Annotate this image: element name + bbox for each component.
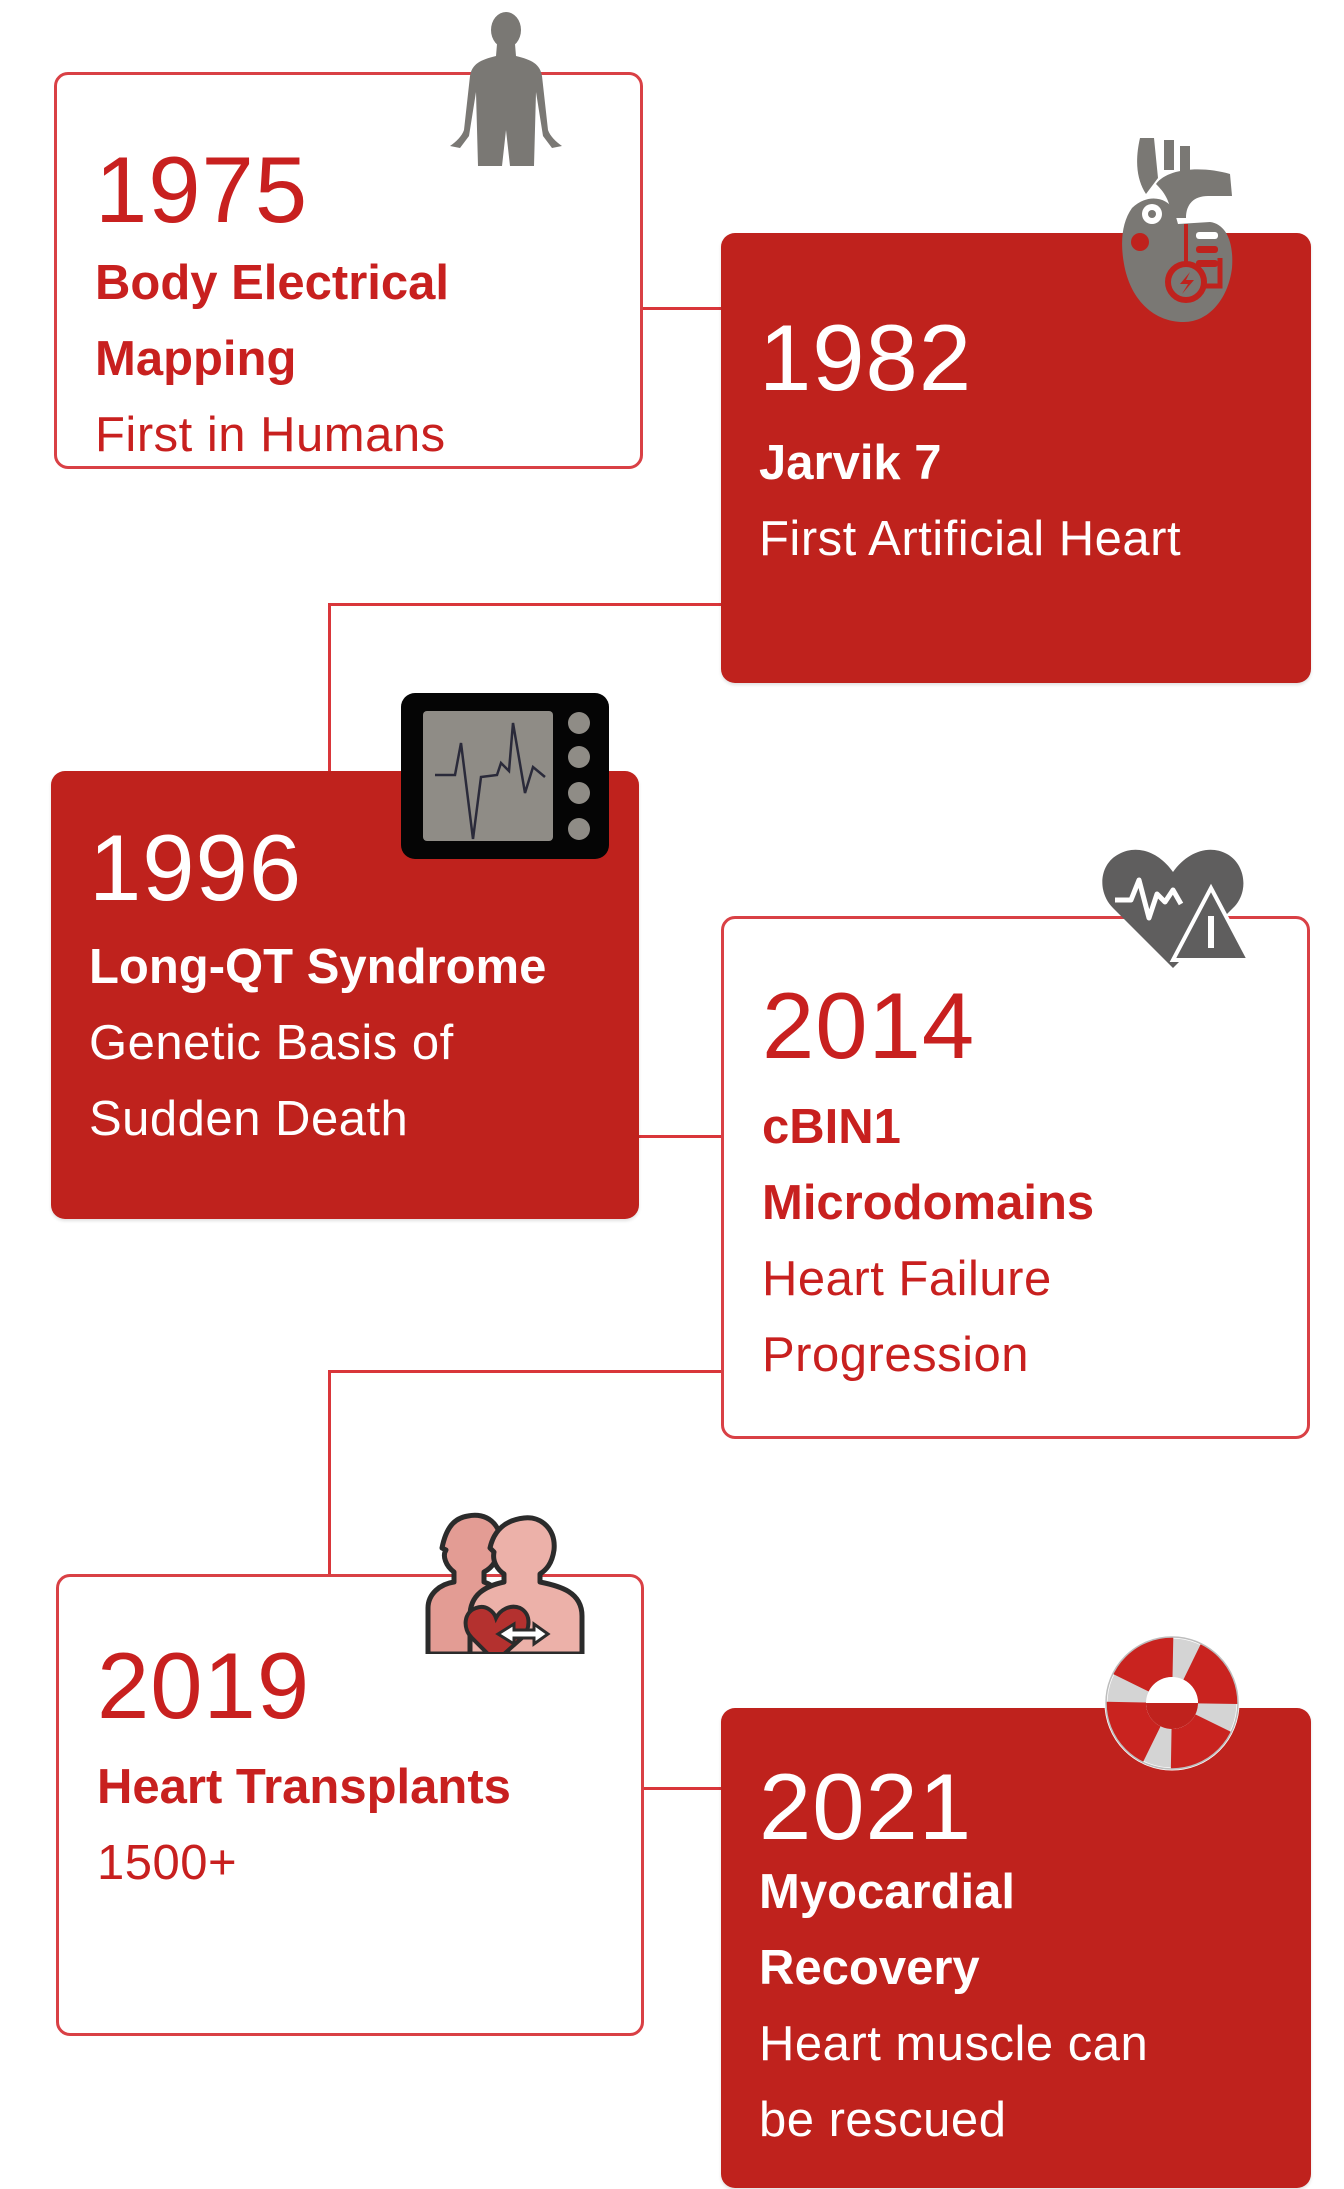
milestone-subtitle: First in Humans [95, 408, 446, 462]
milestone-card-2014: 2014 cBIN1 Microdomains Heart Failure Pr… [721, 916, 1310, 1439]
ecg-monitor-icon [401, 693, 609, 859]
connector-1975-1982 [640, 307, 723, 310]
connector-2014-2019-vertical [328, 1370, 331, 1576]
milestone-year: 1982 [759, 305, 973, 410]
milestone-card-1996: 1996 Long-QT Syndrome Genetic Basis of S… [51, 771, 639, 1219]
connector-2014-2019-horizontal [328, 1370, 723, 1373]
milestone-title: Recovery [759, 1941, 980, 1995]
human-body-icon [440, 6, 570, 166]
milestone-title: Heart Transplants [97, 1760, 511, 1814]
milestone-year: 2019 [97, 1633, 311, 1738]
milestone-title: Microdomains [762, 1176, 1095, 1230]
connector-2019-2021 [641, 1787, 723, 1790]
milestone-year: 1996 [89, 815, 303, 920]
milestone-subtitle: Heart Failure [762, 1252, 1052, 1306]
milestone-subtitle: Heart muscle can [759, 2017, 1149, 2071]
milestone-year: 1975 [95, 137, 309, 242]
lifebuoy-icon [1104, 1634, 1240, 1772]
milestone-title: Myocardial [759, 1865, 1015, 1919]
artificial-heart-icon [1112, 138, 1236, 322]
milestone-title: Mapping [95, 332, 297, 386]
milestone-title: Jarvik 7 [759, 436, 942, 490]
milestone-card-2021: 2021 Myocardial Recovery Heart muscle ca… [721, 1708, 1311, 2188]
milestone-title: cBIN1 [762, 1100, 901, 1154]
milestone-card-1982: 1982 Jarvik 7 First Artificial Heart [721, 233, 1311, 683]
milestone-year: 2014 [762, 973, 976, 1078]
connector-1996-2014 [636, 1135, 723, 1138]
milestone-subtitle: Sudden Death [89, 1092, 409, 1146]
milestone-subtitle: 1500+ [97, 1836, 238, 1890]
heart-transplant-icon [424, 1508, 588, 1654]
milestone-subtitle: be rescued [759, 2093, 1007, 2147]
milestone-title: Long-QT Syndrome [89, 940, 547, 994]
heart-warning-icon [1101, 846, 1251, 970]
milestone-title: Body Electrical [95, 256, 450, 310]
milestone-year: 2021 [759, 1754, 973, 1859]
milestone-subtitle: Progression [762, 1328, 1029, 1382]
milestone-subtitle: Genetic Basis of [89, 1016, 454, 1070]
connector-1982-1996-vertical [328, 603, 331, 773]
milestone-subtitle: First Artificial Heart [759, 512, 1182, 566]
connector-1982-1996-horizontal [328, 603, 723, 606]
